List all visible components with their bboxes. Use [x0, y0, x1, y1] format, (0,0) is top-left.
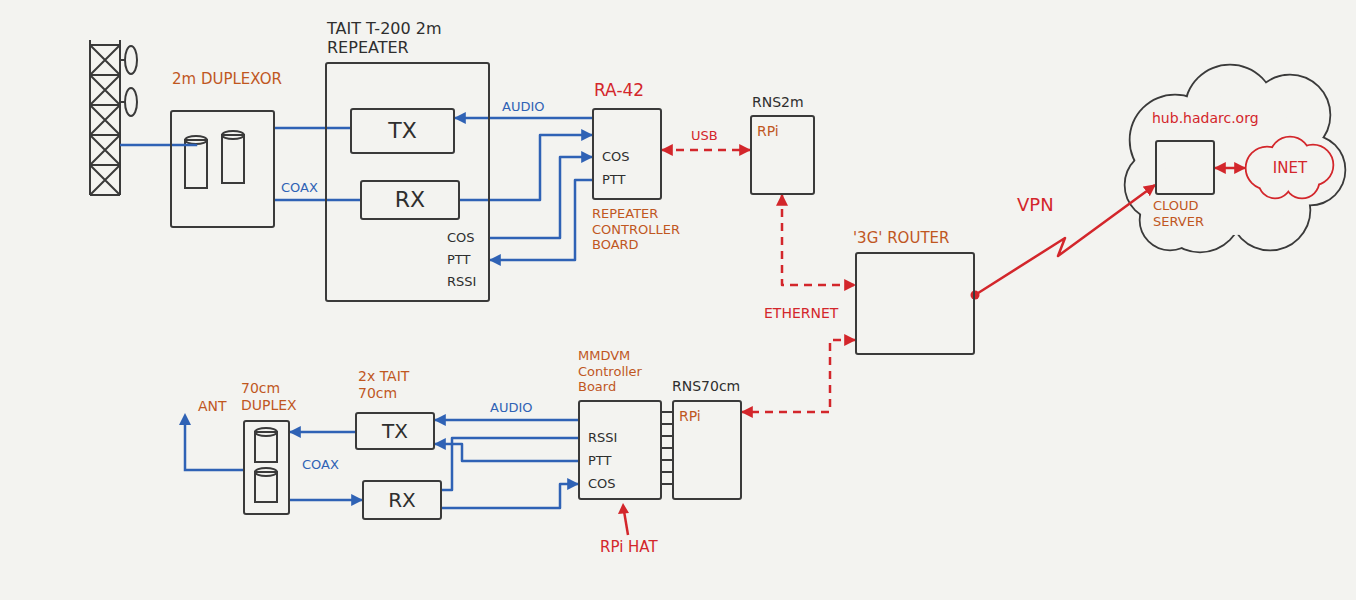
signal-name: COS — [600, 149, 632, 165]
tower-leg — [89, 40, 91, 195]
antenna-feed — [120, 144, 196, 145]
tower-leg — [119, 40, 121, 195]
connector-label: COAX — [279, 180, 320, 196]
receiver-box: RX — [362, 480, 442, 520]
signal-name: RSSI — [586, 430, 619, 446]
duplexer-cavity-top — [255, 428, 277, 436]
signal-name: RSSI — [445, 274, 478, 290]
link-label: ETHERNET — [762, 305, 840, 322]
tower-bracing — [90, 45, 120, 195]
antenna-element — [125, 46, 137, 74]
transmitter-box: TX — [350, 108, 455, 154]
duplexer-box: 2m DUPLEXOR — [170, 110, 275, 228]
connector-label: VPN — [1015, 194, 1056, 216]
ethernet-link — [742, 340, 855, 412]
signal-name: COS — [445, 230, 477, 246]
connector-label: USB — [689, 128, 720, 144]
duplexer-cavity-top — [255, 468, 277, 476]
box-title: 2m DUPLEXOR — [172, 70, 284, 88]
raspberry-pi-box: RNS2mRPi — [750, 115, 815, 195]
antenna-feed — [185, 424, 243, 470]
box-label: INET — [1273, 159, 1307, 177]
antenna-element — [125, 88, 137, 116]
box-title: MMDVM Controller Board — [578, 348, 670, 395]
leader-arrow — [618, 503, 629, 514]
receiver-box: RX — [360, 180, 460, 220]
audio-wire — [455, 117, 592, 120]
duplexer-cavity-top — [185, 136, 207, 144]
receive-audio-wire — [460, 135, 592, 200]
box-label: TX — [382, 419, 408, 443]
box-label: RPi — [757, 123, 812, 140]
signal-name: COS — [586, 476, 618, 492]
part-label: RPi HAT — [598, 538, 660, 556]
router-box: '3G' ROUTER — [855, 252, 975, 355]
vpn-link — [975, 185, 1155, 295]
box-title: 70cm DUPLEX — [241, 380, 311, 414]
connector-label: AUDIO — [500, 99, 547, 115]
box-label: RX — [395, 187, 425, 213]
box-label: TX — [388, 118, 417, 144]
box-label: RPi — [679, 408, 734, 425]
box-title: '3G' ROUTER — [853, 229, 1003, 247]
usb-link — [662, 149, 750, 152]
ptt-wire — [490, 180, 592, 260]
duplexer-cavity — [222, 135, 244, 183]
duplexer-cavity-top — [222, 131, 244, 139]
raspberry-pi-box: RNS70cmRPi — [672, 400, 742, 500]
rf-feed — [275, 127, 350, 130]
signal-name: PTT — [586, 453, 614, 469]
box-title: TAIT T-200 2m REPEATER — [327, 19, 502, 57]
host-name: hub.hadarc.org — [1152, 110, 1282, 127]
box-caption: REPEATER CONTROLLER BOARD — [592, 206, 702, 253]
connector-label: AUDIO — [488, 400, 535, 416]
transmitter-box: TX — [355, 412, 435, 450]
signal-name: PTT — [600, 172, 628, 188]
cable-label: COAX — [300, 457, 341, 473]
rssi-wire — [442, 438, 578, 490]
duplexer-box: 70cm DUPLEX — [243, 420, 290, 515]
antenna-arrow — [179, 413, 191, 425]
box-title: RNS2m — [752, 94, 842, 111]
coax-cable — [275, 199, 360, 202]
ethernet-link — [782, 195, 855, 285]
header-pins — [662, 412, 672, 484]
audio-wire — [435, 419, 578, 422]
internet-link — [1215, 167, 1245, 170]
cloud-server-box: hub.hadarc.orgCLOUD SERVER — [1155, 140, 1215, 195]
box-title: RNS70cm — [672, 378, 762, 395]
ptt-wire — [435, 444, 578, 461]
coax-cable — [290, 499, 362, 502]
cos-wire — [442, 484, 578, 508]
box-title: RA-42 — [594, 80, 684, 100]
antenna-mount — [120, 60, 125, 102]
rf-feed — [290, 431, 355, 434]
box-caption: CLOUD SERVER — [1153, 198, 1223, 229]
internet-cloud: INET — [1245, 135, 1335, 200]
part-label: 2x TAIT 70cm — [356, 368, 452, 402]
box-label: RX — [388, 488, 416, 512]
leader-line — [624, 511, 628, 535]
duplexer-cavity — [185, 140, 207, 188]
signal-name: PTT — [445, 252, 473, 268]
cos-wire — [490, 157, 592, 238]
antenna-label: ANT — [196, 398, 229, 415]
